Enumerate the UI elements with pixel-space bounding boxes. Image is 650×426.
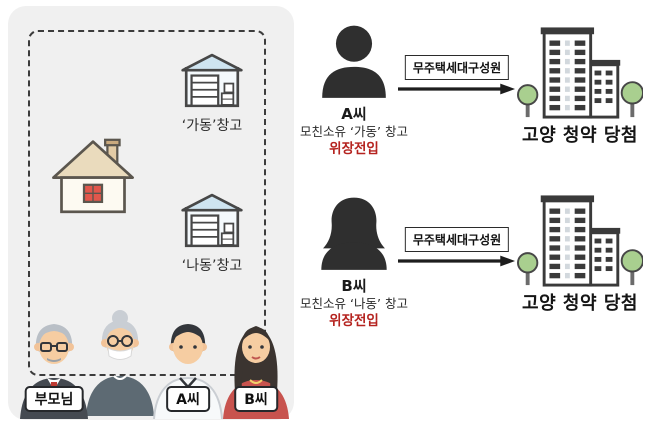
flow-b-arrow-label: 무주택세대구성원 <box>404 227 510 252</box>
warehouse-a-label: ‘가동’창고 <box>181 118 243 134</box>
person-a-violation-text: 위장전입 <box>329 141 379 157</box>
warehouse-b-label: ‘나동’창고 <box>181 258 243 274</box>
flow-a-result-text: 고양 청약 당첨 <box>522 125 638 146</box>
person-b-silhouette-icon <box>311 188 397 276</box>
daughter-name-tag: B씨 <box>234 386 278 412</box>
warehouse-a-icon <box>180 50 244 110</box>
flow-a-arrow-label: 무주택세대구성원 <box>404 55 510 80</box>
person-a-silhouette-icon <box>311 16 397 104</box>
flow-a-arrow-icon <box>398 83 516 95</box>
flow-b-result-text: 고양 청약 당첨 <box>522 293 638 314</box>
warehouse-b-icon <box>180 190 244 250</box>
household-boundary <box>28 30 266 376</box>
house-icon <box>48 132 138 216</box>
person-b-ownership-text: 모친소유 ‘나동’ 창고 <box>300 296 408 311</box>
son-name-tag: A씨 <box>166 386 210 412</box>
person-b-violation-text: 위장전입 <box>329 313 379 329</box>
flow-b-arrow-icon <box>398 255 516 267</box>
person-a-ownership-text: 모친소유 ‘가동’ 창고 <box>300 124 408 139</box>
person-b-name: B씨 <box>341 277 367 295</box>
parents-name-tag: 부모님 <box>24 386 84 412</box>
flow-a-building-icon <box>517 24 643 121</box>
person-a-name: A씨 <box>341 105 367 123</box>
flow-b-building-icon <box>517 192 643 289</box>
